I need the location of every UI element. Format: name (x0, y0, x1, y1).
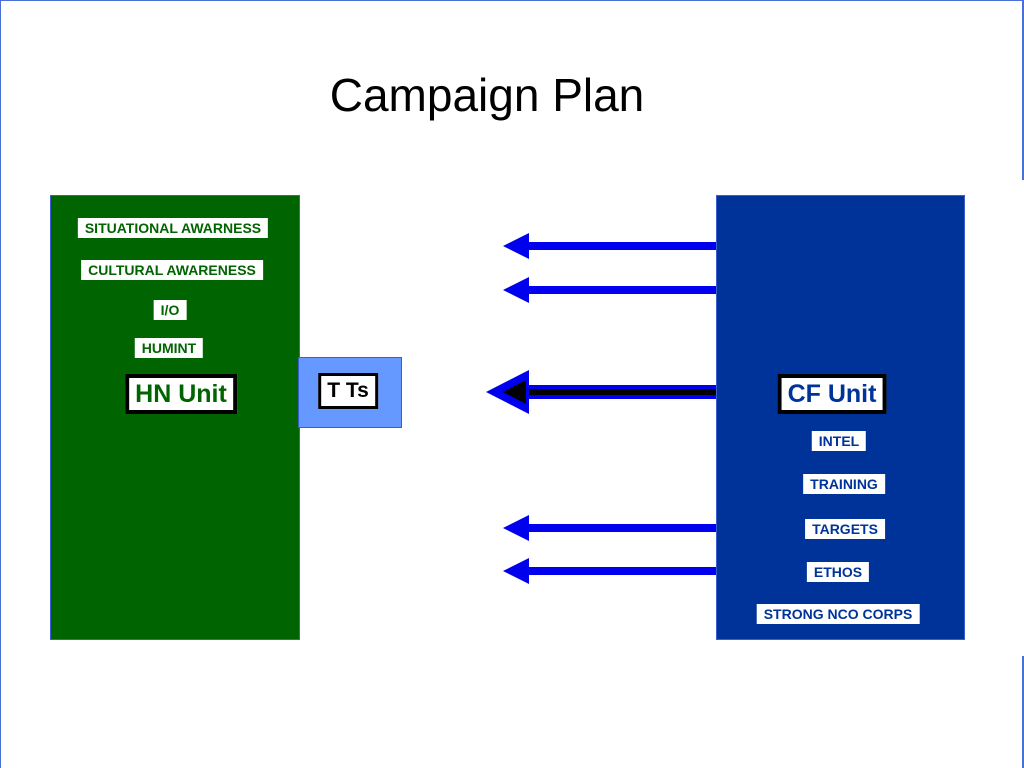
slide-border-left (0, 0, 1, 768)
slide-title: Campaign Plan (329, 69, 645, 121)
hn-unit-label: HN Unit (125, 374, 237, 414)
hn-item-cultural-awareness: CULTURAL AWARENESS (81, 260, 263, 280)
hn-item-humint: HUMINT (134, 338, 204, 358)
cf-item-ethos: ETHOS (806, 562, 870, 582)
arrow-3-main (486, 370, 716, 414)
cf-item-intel: INTEL (811, 431, 867, 451)
arrow-2 (503, 277, 716, 303)
slide-border-right-upper (1022, 0, 1024, 180)
slide-border-right-lower (1022, 656, 1024, 768)
arrow-4 (503, 515, 716, 541)
hn-item-situational-awareness: SITUATIONAL AWARNESS (77, 218, 269, 238)
cf-item-training: TRAINING (803, 474, 885, 494)
slide-border-top (0, 0, 1024, 1)
hn-item-io: I/O (153, 300, 187, 320)
cf-unit-label: CF Unit (777, 374, 887, 414)
cf-item-strong-nco-corps: STRONG NCO CORPS (756, 604, 920, 624)
arrow-1 (503, 233, 716, 259)
arrow-5 (503, 558, 716, 584)
tts-label: T Ts (318, 373, 378, 409)
cf-item-targets: TARGETS (805, 519, 885, 539)
